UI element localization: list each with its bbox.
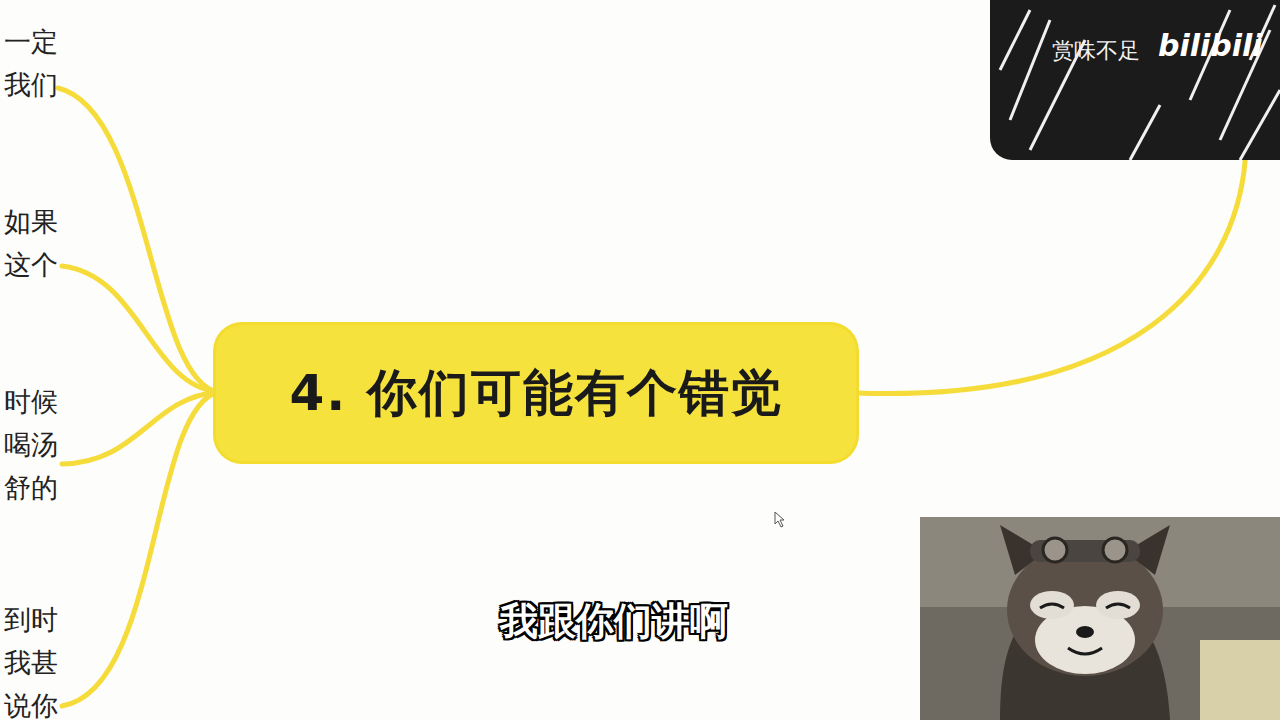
panel-fill [990, 0, 1280, 160]
branch-line [58, 88, 218, 392]
panel-streak [1130, 105, 1160, 160]
central-topic: 4. 你们可能有个错觉 [216, 325, 856, 461]
branch-text: 一定 我们 [0, 20, 58, 106]
branch-text: 如果 这个 [0, 200, 58, 286]
panel-background [990, 0, 1280, 160]
red-panda-picture [920, 517, 1280, 720]
site-logo: bilibili [1158, 28, 1263, 63]
branch-line [62, 392, 218, 706]
channel-name: 赏味不足 [1052, 36, 1140, 66]
topic-text: 4. 你们可能有个错觉 [289, 360, 782, 427]
panel-streak [1240, 90, 1280, 160]
branch-connector [856, 160, 1245, 394]
branch-text: 时候 喝汤 舒的 [0, 380, 58, 509]
mouse-cursor [775, 512, 784, 527]
watermark-panel: 赏味不足 bilibili [990, 0, 1280, 160]
branch-line [62, 392, 218, 464]
panel-streak [1000, 10, 1030, 70]
branch-text: 到时 我甚 说你 [0, 598, 58, 720]
branch-line [62, 266, 218, 392]
subtitle-text: 我跟你们讲啊 [500, 596, 728, 647]
